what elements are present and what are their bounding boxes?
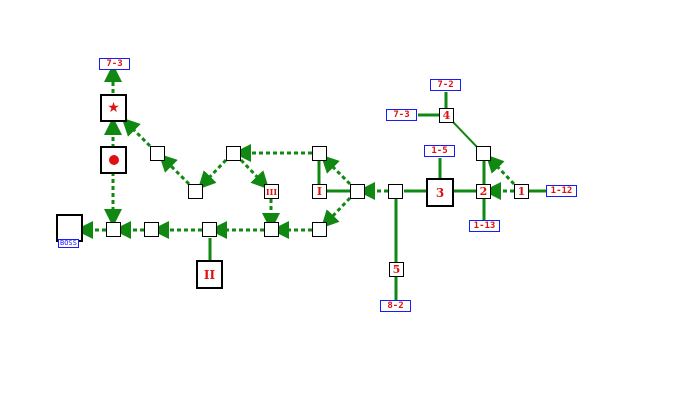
node-junction[interactable] — [188, 184, 203, 199]
node-junction[interactable] — [144, 222, 159, 237]
stage-tag-1-13[interactable]: 1-13 — [469, 220, 500, 232]
red-dot-icon — [108, 155, 119, 165]
star-icon: ★ — [107, 100, 120, 116]
node-num-2[interactable]: 2 — [476, 184, 491, 199]
node-roman-1[interactable]: I — [312, 184, 327, 199]
star-node[interactable]: ★ — [100, 94, 127, 122]
node-junction[interactable] — [106, 222, 121, 237]
node-junction[interactable] — [350, 184, 365, 199]
node-junction[interactable] — [388, 184, 403, 199]
node-junction[interactable] — [202, 222, 217, 237]
node-junction[interactable] — [150, 146, 165, 161]
path-thin — [452, 121, 478, 148]
path-dashed — [158, 153, 191, 186]
stage-tag-top-right-left[interactable]: 7-3 — [386, 109, 417, 121]
path-dashed — [121, 117, 152, 148]
path-dashed — [320, 196, 352, 229]
node-junction[interactable] — [264, 222, 279, 237]
node-big-3[interactable]: 3 — [426, 178, 454, 207]
stage-tag-8-2[interactable]: 8-2 — [380, 300, 411, 312]
node-junction[interactable] — [226, 146, 241, 161]
node-roman-3[interactable]: III — [264, 184, 279, 199]
path-dashed — [485, 154, 516, 186]
boss-label: BOSS — [58, 239, 79, 248]
dot-node[interactable] — [100, 146, 127, 174]
stage-tag-top-left[interactable]: 7-3 — [99, 58, 130, 70]
path-dashed — [197, 158, 228, 190]
stage-tag-top-right-upper[interactable]: 7-2 — [430, 79, 461, 91]
node-junction[interactable] — [476, 146, 491, 161]
boss-node[interactable] — [56, 214, 83, 242]
path-dashed — [239, 158, 270, 190]
path-dashed — [320, 154, 352, 186]
stage-tag-1-12[interactable]: 1-12 — [546, 185, 577, 197]
node-junction[interactable] — [312, 222, 327, 237]
node-junction[interactable] — [312, 146, 327, 161]
node-num-1[interactable]: 1 — [514, 184, 529, 199]
node-roman-2[interactable]: II — [196, 260, 223, 289]
stage-tag-1-5[interactable]: 1-5 — [424, 145, 455, 157]
node-num-4[interactable]: 4 — [439, 108, 454, 123]
node-num-5[interactable]: 5 — [389, 262, 404, 277]
